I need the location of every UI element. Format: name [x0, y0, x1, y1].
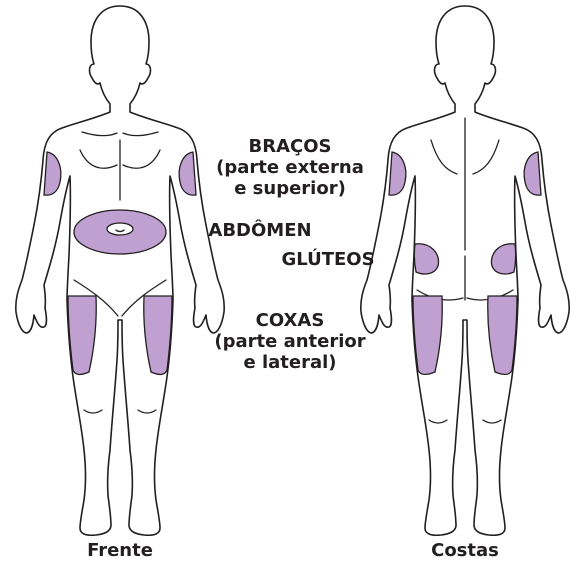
- back-body-figure: [361, 6, 569, 535]
- front-zone-navel-surround: [107, 223, 133, 235]
- caption-back: Costas: [405, 540, 525, 561]
- front-body-outline: [16, 6, 224, 535]
- caption-front: Frente: [60, 540, 180, 561]
- front-body-figure: [16, 6, 224, 535]
- label-glutes: GLÚTEOS: [276, 249, 380, 270]
- label-abdomen: ABDÔMEN: [200, 220, 320, 241]
- label-thighs: COXAS (parte anterior e lateral): [208, 310, 372, 373]
- label-arms: BRAÇOS (parte externa e superior): [208, 136, 372, 199]
